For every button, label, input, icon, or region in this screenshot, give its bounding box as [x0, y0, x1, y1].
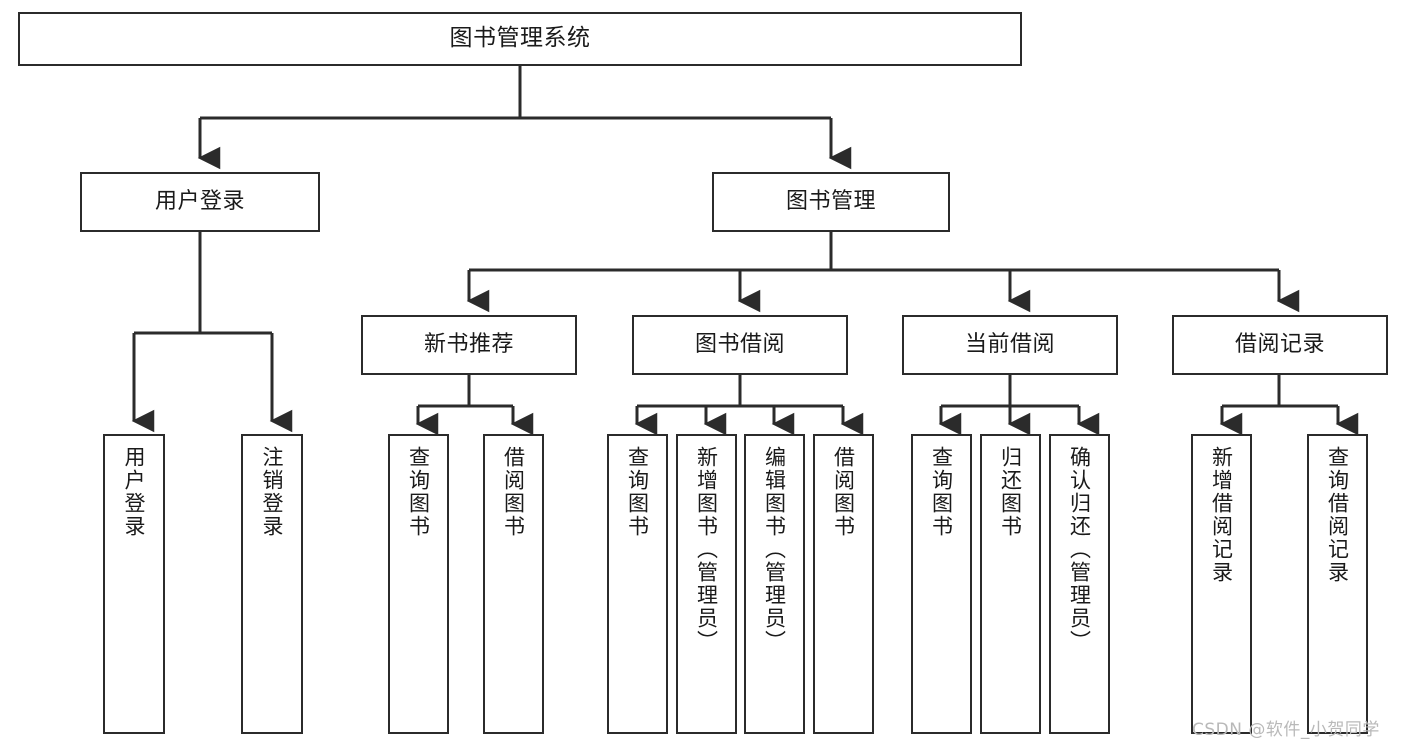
csdn-watermark: CSDN @软件_小贺同学	[1192, 720, 1380, 740]
node-leaf-query-book-3-label: 查询图书	[929, 446, 954, 538]
node-leaf-query-book-2[interactable]: 查询图书	[607, 434, 668, 734]
node-leaf-query-book-1[interactable]: 查询图书	[388, 434, 449, 734]
node-borrow-record[interactable]: 借阅记录	[1172, 315, 1388, 375]
node-leaf-add-book-label: 新增图书（管理员）	[694, 446, 719, 653]
node-leaf-query-record[interactable]: 查询借阅记录	[1307, 434, 1368, 734]
node-leaf-add-record-label: 新增借阅记录	[1209, 446, 1234, 584]
node-book-manage-label: 图书管理	[785, 189, 876, 215]
node-borrow-record-label: 借阅记录	[1234, 332, 1325, 358]
node-leaf-add-record[interactable]: 新增借阅记录	[1191, 434, 1252, 734]
node-leaf-query-record-label: 查询借阅记录	[1325, 446, 1350, 584]
node-root[interactable]: 图书管理系统	[18, 12, 1022, 66]
node-leaf-query-book-3[interactable]: 查询图书	[911, 434, 972, 734]
node-leaf-confirm-return-label: 确认归还（管理员）	[1067, 446, 1092, 653]
node-new-book-recommend[interactable]: 新书推荐	[361, 315, 577, 375]
node-user-login-label: 用户登录	[154, 189, 245, 215]
node-leaf-add-book[interactable]: 新增图书（管理员）	[676, 434, 737, 734]
node-current-borrow[interactable]: 当前借阅	[902, 315, 1118, 375]
node-leaf-borrow-book-2[interactable]: 借阅图书	[813, 434, 874, 734]
node-leaf-edit-book[interactable]: 编辑图书（管理员）	[744, 434, 805, 734]
node-user-login[interactable]: 用户登录	[80, 172, 320, 232]
node-leaf-query-book-2-label: 查询图书	[625, 446, 650, 538]
node-book-borrow-label: 图书借阅	[694, 332, 785, 358]
node-leaf-borrow-book-2-label: 借阅图书	[831, 446, 856, 538]
node-leaf-query-book-1-label: 查询图书	[406, 446, 431, 538]
node-leaf-return-book-label: 归还图书	[998, 446, 1023, 538]
node-leaf-user-logout-label: 注销登录	[260, 446, 285, 538]
node-leaf-user-login[interactable]: 用户登录	[103, 434, 165, 734]
node-leaf-borrow-book-1-label: 借阅图书	[501, 446, 526, 538]
node-book-borrow[interactable]: 图书借阅	[632, 315, 848, 375]
node-new-book-recommend-label: 新书推荐	[423, 332, 514, 358]
node-current-borrow-label: 当前借阅	[964, 332, 1055, 358]
node-leaf-confirm-return[interactable]: 确认归还（管理员）	[1049, 434, 1110, 734]
node-leaf-user-login-label: 用户登录	[122, 446, 147, 538]
node-leaf-edit-book-label: 编辑图书（管理员）	[762, 446, 787, 653]
node-root-label: 图书管理系统	[449, 25, 591, 52]
node-book-manage[interactable]: 图书管理	[712, 172, 950, 232]
node-leaf-return-book[interactable]: 归还图书	[980, 434, 1041, 734]
node-leaf-borrow-book-1[interactable]: 借阅图书	[483, 434, 544, 734]
node-leaf-user-logout[interactable]: 注销登录	[241, 434, 303, 734]
